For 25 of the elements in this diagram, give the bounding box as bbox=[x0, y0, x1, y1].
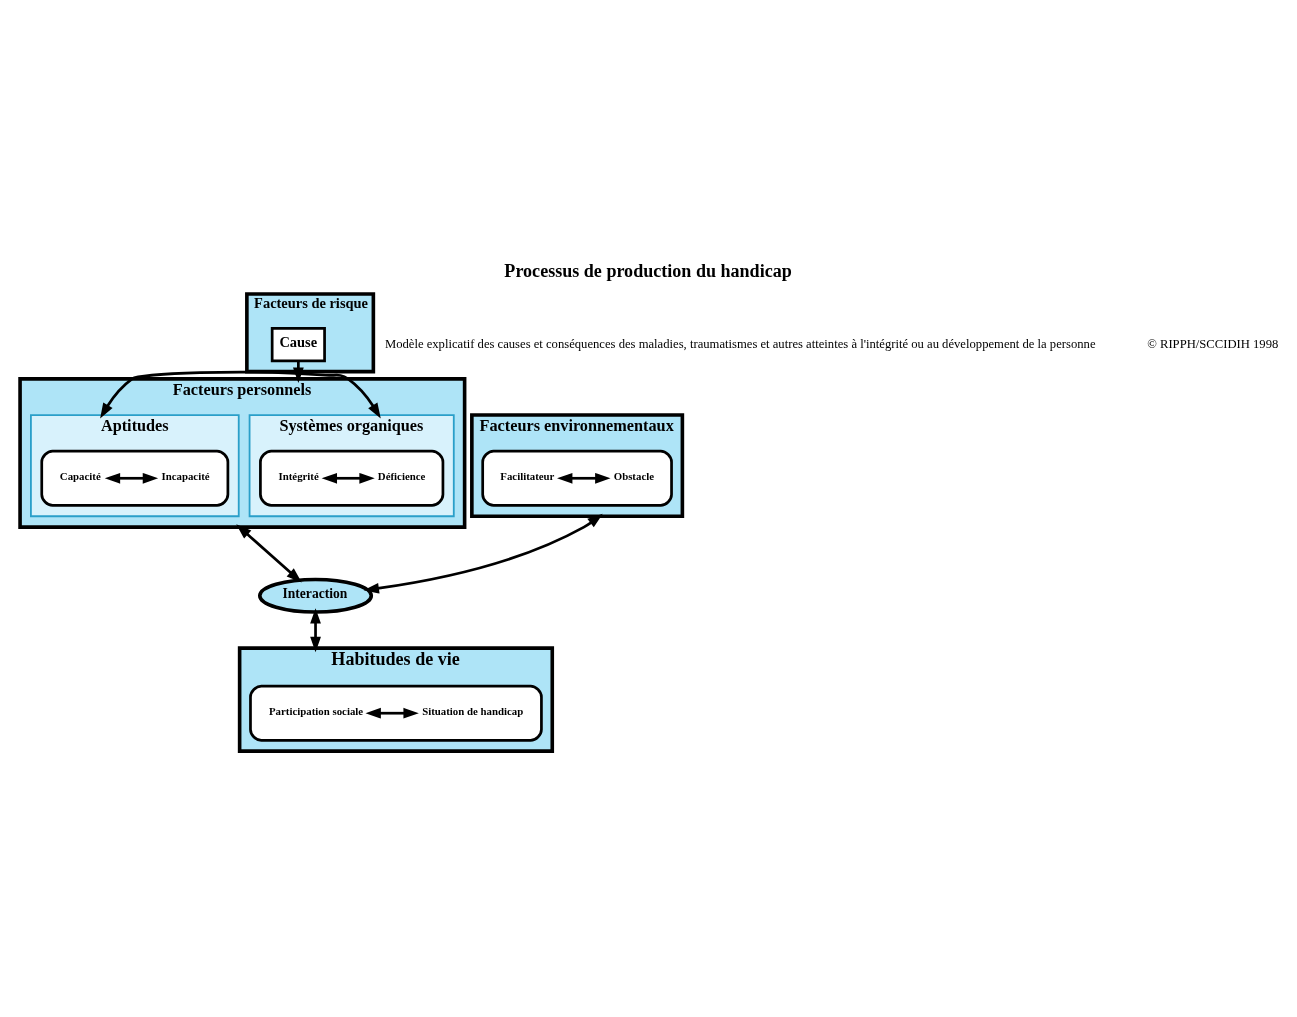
node-text: Obstacle bbox=[613, 469, 655, 482]
node-text: Participation sociale bbox=[269, 704, 364, 717]
cluster bbox=[40, 449, 230, 507]
arrow bbox=[100, 370, 381, 419]
node-box: Cause bbox=[270, 326, 326, 362]
arrow bbox=[321, 472, 375, 484]
node-ellipse: Interaction bbox=[258, 577, 374, 614]
node-text: Facilitateur bbox=[500, 469, 555, 482]
arrow bbox=[363, 513, 603, 594]
node-text: Situation de handicap bbox=[422, 704, 524, 717]
arrow bbox=[557, 472, 611, 484]
arrow bbox=[104, 472, 159, 484]
cluster bbox=[481, 449, 673, 507]
arrow bbox=[365, 707, 419, 719]
label: Modèle explicatif des causes et conséquences des maladies, traumatismes et autres atteintes à l'intégrité ou au développement de la personne bbox=[384, 336, 1096, 351]
diagram-title: Processus de production du handicap bbox=[504, 260, 792, 281]
cluster bbox=[249, 684, 543, 742]
cluster bbox=[259, 449, 445, 507]
node-text: Intégrité bbox=[278, 469, 319, 482]
label: © RIPPH/SCCIDIH 1998 bbox=[1147, 336, 1279, 351]
arrow bbox=[310, 607, 321, 652]
node-text: Déficience bbox=[377, 469, 426, 482]
arrow bbox=[236, 523, 302, 583]
node-text: Incapacité bbox=[161, 469, 210, 482]
node-text: Capacité bbox=[59, 469, 101, 482]
